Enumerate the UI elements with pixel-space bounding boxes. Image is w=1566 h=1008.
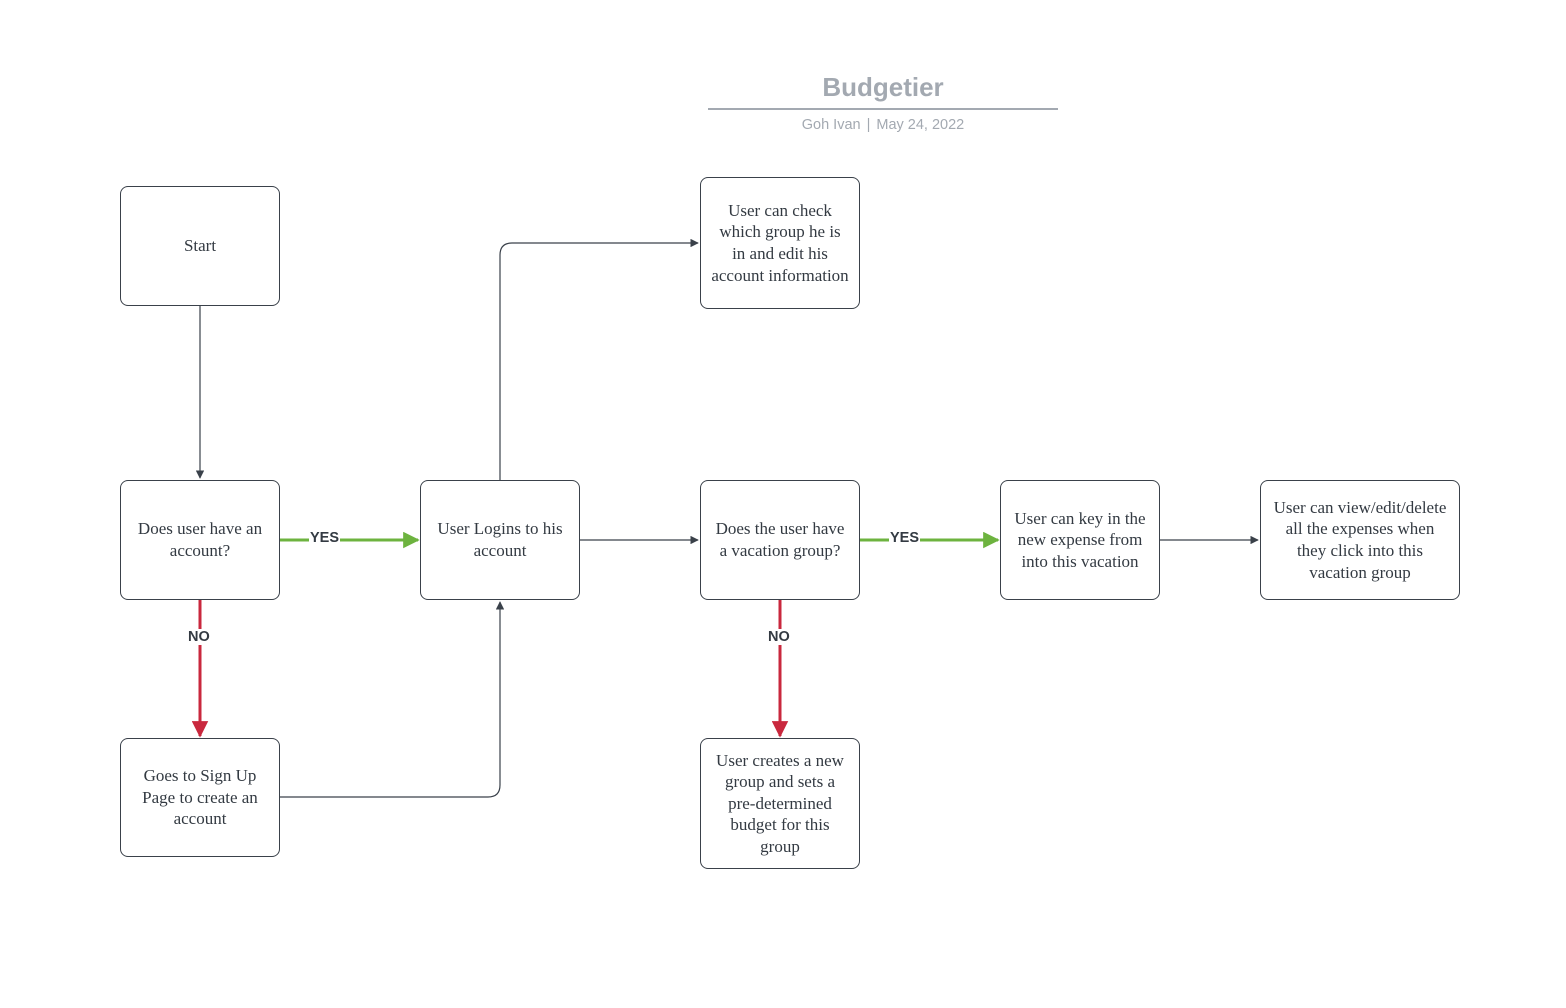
node-key-in-expense[interactable]: User can key in the new expense from int… (1000, 480, 1160, 600)
title-underline (708, 108, 1058, 110)
node-check-group-edit-account[interactable]: User can check which group he is in and … (700, 177, 860, 309)
edge-label-no: NO (767, 629, 791, 645)
node-has-vacation-group-decision[interactable]: Does the user have a vacation group? (700, 480, 860, 600)
diagram-subtitle: Goh Ivan | May 24, 2022 (708, 117, 1058, 133)
edge-label-yes: YES (309, 530, 341, 546)
diagram-date: May 24, 2022 (876, 117, 965, 133)
node-user-login[interactable]: User Logins to his account (420, 480, 580, 600)
edge-signup-to-login (280, 601, 505, 798)
diagram-title: Budgetier (822, 72, 944, 102)
node-view-edit-delete-expenses[interactable]: User can view/edit/delete all the expens… (1260, 480, 1460, 600)
node-sign-up[interactable]: Goes to Sign Up Page to create an accoun… (120, 738, 280, 857)
node-has-account-decision[interactable]: Does user have an account? (120, 480, 280, 600)
subtitle-separator: | (866, 117, 871, 133)
node-start[interactable]: Start (120, 186, 280, 306)
node-create-group[interactable]: User creates a new group and sets a pre-… (700, 738, 860, 869)
author-name: Goh Ivan (801, 117, 861, 133)
edge-label-no: NO (187, 629, 211, 645)
edge-label-yes: YES (889, 530, 921, 546)
edge-login-to-check-group (499, 238, 699, 480)
